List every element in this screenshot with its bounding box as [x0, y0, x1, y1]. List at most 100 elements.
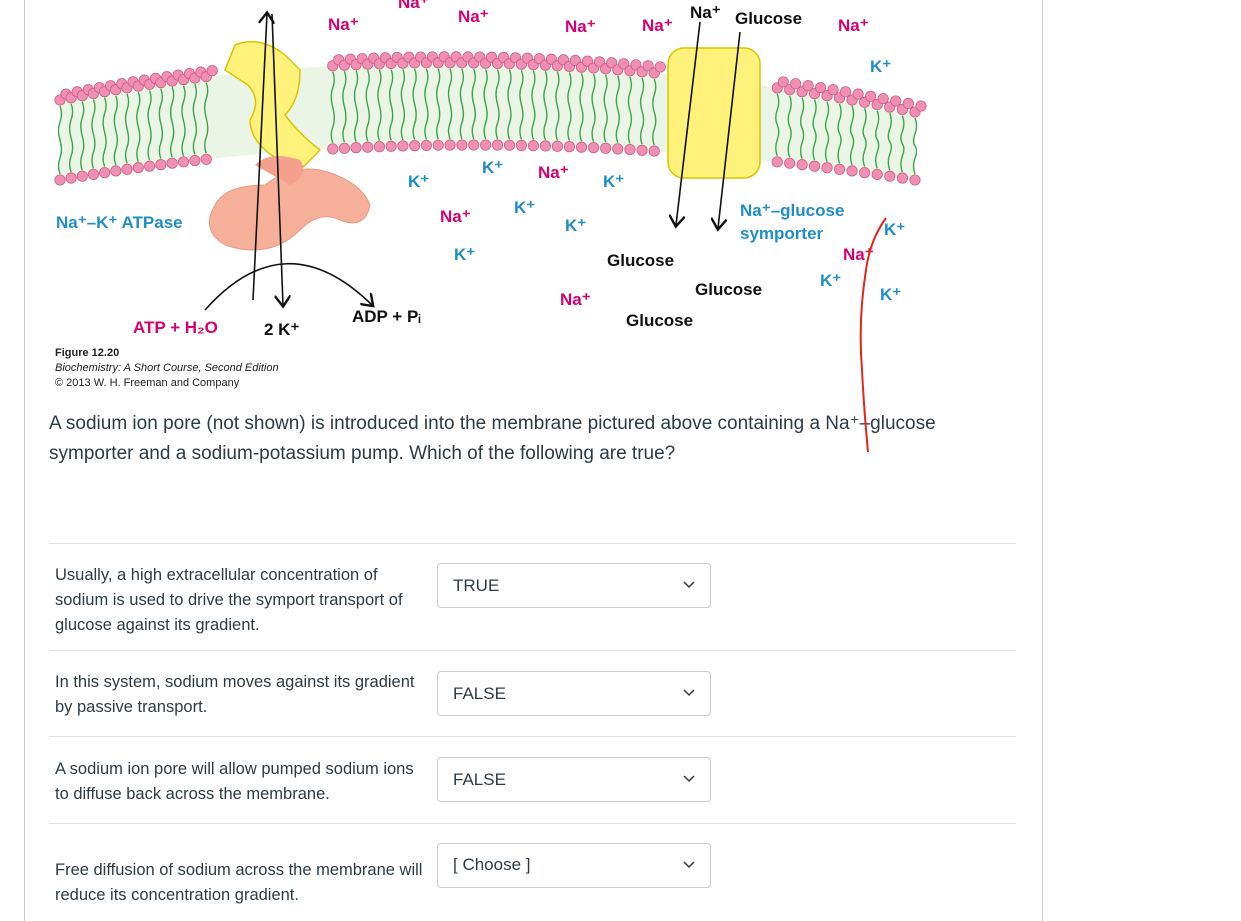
lipid-head: [915, 100, 927, 112]
lipid-tail: [447, 68, 453, 140]
atp-h2o-label: ATP + H₂O: [133, 318, 218, 337]
lipid-tail: [519, 69, 524, 140]
lipid-head: [890, 95, 902, 107]
lipid-head: [790, 78, 802, 90]
statement-4-text: Free diffusion of sodium across the memb…: [55, 861, 423, 904]
lipid-tail: [567, 72, 572, 141]
lipid-tail: [124, 93, 130, 164]
k-label: K⁺: [514, 198, 535, 217]
left-border: [24, 0, 25, 921]
lipid-head: [815, 82, 827, 94]
lipid-head: [527, 140, 539, 152]
na-label: Na⁺: [642, 16, 673, 35]
lipid-head: [338, 142, 350, 154]
lipid-tail: [353, 70, 359, 142]
lipid-head: [833, 163, 846, 175]
na-label: Na⁺: [690, 3, 721, 22]
lipid-tail: [615, 75, 620, 144]
lipid-tail: [874, 110, 880, 169]
lipid-head: [54, 174, 66, 186]
answer-select-3-value: FALSE: [453, 770, 506, 789]
atpase-arrow-down: [271, 13, 283, 305]
lipid-tail: [912, 117, 918, 175]
answer-select-3[interactable]: FALSE: [437, 757, 711, 802]
lipid-head: [618, 58, 630, 70]
lipid-tail: [543, 70, 548, 141]
lipid-head: [166, 157, 178, 169]
lipid-head: [385, 140, 397, 152]
lipid-head: [480, 139, 492, 151]
lipid-head: [624, 144, 636, 156]
answer-select-1-value: TRUE: [453, 576, 500, 595]
atpase-arrow-up: [252, 14, 267, 301]
lipid-tail: [342, 70, 347, 143]
lipid-head: [802, 80, 814, 92]
figure-caption-title: Figure 12.20: [55, 347, 120, 359]
na-label: Na⁺: [560, 290, 591, 309]
lipid-head: [373, 141, 385, 153]
na-label: Na⁺: [843, 245, 874, 264]
lipid-tail: [181, 85, 186, 157]
lipid-tail: [495, 69, 500, 140]
statement-3-text: A sodium ion pore will allow pumped sodi…: [55, 760, 414, 803]
membrane-figure: Na⁺ Na⁺ Na⁺ Na⁺ Na⁺ Na⁺ Glucose Na⁺ K⁺ K…: [54, 0, 927, 339]
figure-caption-source: Biochemistry: A Short Course, Second Edi…: [55, 362, 279, 374]
lipid-tail: [436, 68, 441, 140]
lipid-head: [144, 160, 156, 172]
k-label: K⁺: [454, 245, 475, 264]
lipid-tail: [507, 69, 512, 140]
lipid-head: [444, 139, 456, 151]
lipid-tails: [57, 68, 918, 175]
lipid-head: [551, 140, 563, 152]
lipid-tail: [459, 68, 465, 140]
lipid-head: [630, 59, 642, 71]
symporter-arrow-1: [676, 21, 701, 225]
na-label: Na⁺: [398, 0, 429, 12]
chevron-down-icon: [683, 861, 695, 869]
lipid-heads-inner: [54, 139, 921, 186]
k-label: K⁺: [565, 216, 586, 235]
lipid-head: [206, 65, 218, 77]
lipid-head: [909, 174, 921, 186]
lipid-head: [839, 86, 852, 98]
divider: [49, 543, 1016, 544]
lipid-tail: [400, 68, 406, 141]
lipid-head: [821, 162, 833, 174]
k-label: K⁺: [603, 172, 624, 191]
lipid-head: [177, 156, 190, 168]
lipid-head: [877, 93, 889, 105]
lipid-head: [777, 76, 789, 88]
lipid-tail: [603, 74, 608, 143]
lipid-head: [539, 140, 551, 152]
lipid-tail: [204, 82, 209, 154]
lipid-tail: [377, 69, 382, 141]
symporter-label: Na⁺–glucose: [740, 201, 844, 220]
answer-select-2[interactable]: FALSE: [437, 671, 711, 716]
na-label: Na⁺: [440, 207, 471, 226]
lipid-head: [99, 167, 111, 179]
answer-select-4-value: [ Choose ]: [453, 855, 531, 874]
answer-select-1[interactable]: TRUE: [437, 563, 711, 608]
lipid-tail: [136, 91, 141, 162]
right-border: [1042, 0, 1043, 921]
two-k-label: 2 K⁺: [264, 320, 299, 339]
chevron-down-icon: [683, 581, 695, 589]
lipid-head: [648, 145, 660, 157]
lipid-head: [902, 97, 914, 110]
lipid-head: [600, 142, 612, 154]
lipid-head: [362, 141, 374, 153]
lipid-head: [503, 139, 516, 151]
lipid-head: [327, 143, 339, 155]
lipid-head: [827, 84, 839, 96]
answer-select-4[interactable]: [ Choose ]: [437, 843, 711, 888]
lipid-tail: [113, 95, 119, 166]
lipid-tail: [591, 73, 596, 142]
lipid-tail: [775, 93, 780, 157]
lipid-tail: [531, 70, 536, 140]
symporter-label: symporter: [740, 224, 824, 243]
na-label: Na⁺: [458, 7, 489, 26]
lipid-tail: [57, 105, 63, 175]
glucose-label: Glucose: [626, 311, 693, 330]
lipid-head: [563, 141, 575, 153]
lipid-tail: [158, 88, 164, 159]
